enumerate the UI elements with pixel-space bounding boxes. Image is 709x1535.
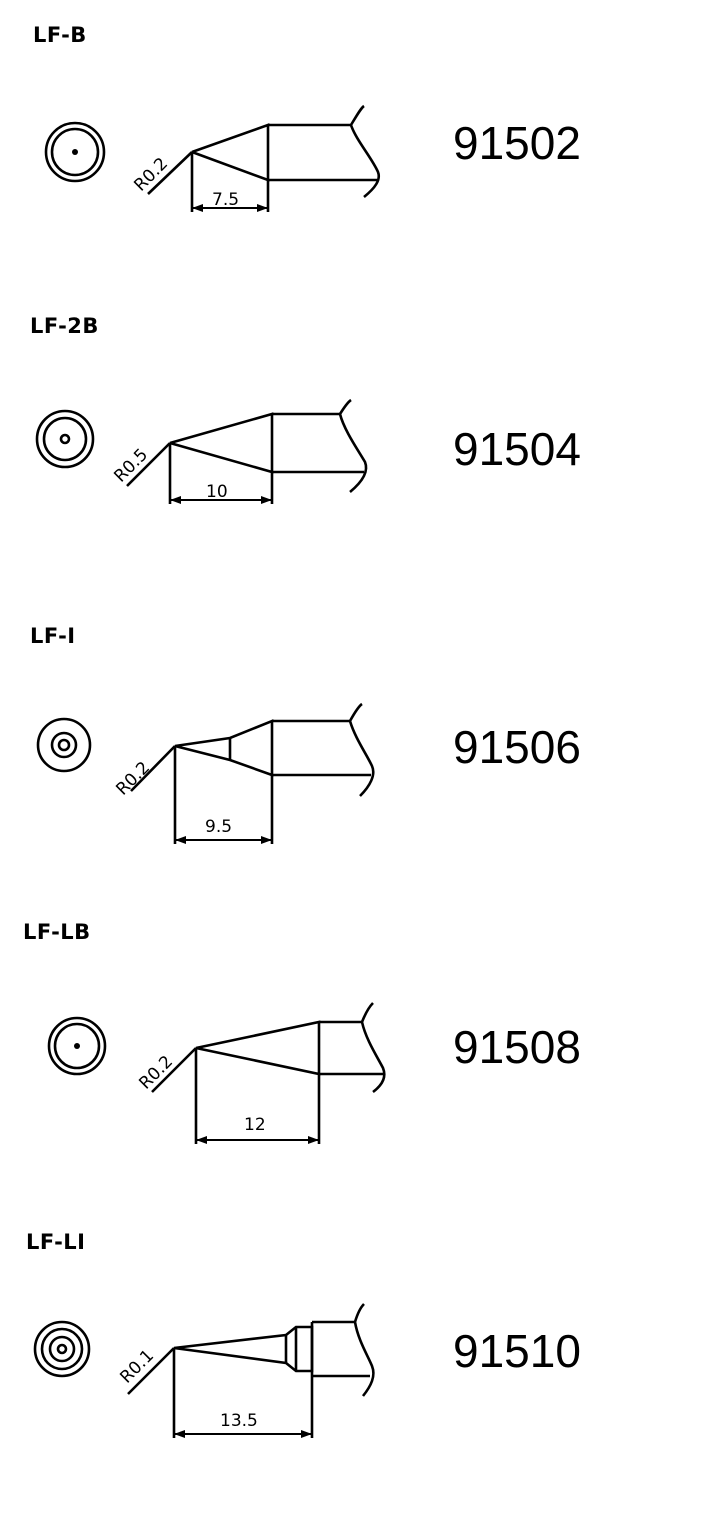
tip-lf-lb: LF-LB R0.2 12 91508 (0, 900, 709, 1200)
arrow-right (257, 204, 268, 212)
arrow-right (261, 836, 272, 844)
length-label: 9.5 (205, 817, 232, 837)
radius-leader (126, 442, 171, 487)
end-view-inner-circle (42, 416, 88, 462)
radius-label: R0.1 (116, 1346, 158, 1388)
end-view-outer-circle (35, 409, 95, 469)
part-number: 91510 (453, 1325, 581, 1377)
arrow-left (174, 1430, 185, 1438)
tip-lf-b: LF-B R0.2 7.5 91502 (0, 0, 709, 300)
tip-lf-2b: LF-2B R0.5 10 91504 (0, 300, 709, 600)
tip-lf-li: LF-LI R0.1 13.5 91510 (0, 1200, 709, 1500)
break-line (353, 1303, 375, 1397)
end-view-outer-circle (44, 121, 106, 183)
end-view-outer-circle (33, 1320, 91, 1378)
arrow-left (196, 1136, 207, 1144)
tip-name: LF-B (33, 23, 87, 47)
tip-drawing: R0.2 9.5 (36, 702, 375, 844)
part-number: 91502 (453, 117, 581, 169)
end-view-middle-circle (50, 731, 78, 759)
radius-leader (130, 745, 176, 792)
length-label: 13.5 (220, 1411, 258, 1431)
tip-drawing: R0.1 13.5 (33, 1303, 375, 1438)
arrow-right (261, 496, 272, 504)
length-label: 7.5 (212, 190, 239, 210)
end-view-outer-circle (47, 1016, 107, 1076)
radius-leader (151, 1047, 197, 1093)
arrow-left (192, 204, 203, 212)
part-number: 91504 (453, 423, 581, 475)
tip-lf-i: LF-I R0.2 9.5 91506 (0, 600, 709, 900)
radius-leader (127, 1347, 175, 1395)
tip-drawing: R0.2 12 (47, 1002, 386, 1144)
tip-name: LF-I (30, 624, 76, 648)
tip-name: LF-LI (26, 1230, 86, 1254)
length-label: 10 (206, 482, 228, 502)
radius-leader (147, 151, 193, 195)
tip-profile (174, 719, 274, 777)
end-view-inner-circle (50, 127, 100, 177)
tip-profile (191, 123, 270, 182)
center-dot (72, 149, 78, 155)
tip-drawing: R0.5 10 (35, 398, 368, 504)
tip-profile (195, 1020, 321, 1076)
arrow-left (175, 836, 186, 844)
tip-name: LF-2B (30, 314, 99, 338)
break-line (349, 104, 381, 199)
end-view-inner-circle (57, 738, 71, 752)
break-line (348, 702, 375, 797)
tip-profile (169, 412, 274, 474)
arrow-right (308, 1136, 319, 1144)
end-view-middle-circle (40, 1327, 84, 1371)
end-view-core-circle (59, 433, 71, 445)
end-view-core-circle (56, 1343, 68, 1355)
radius-label: R0.2 (112, 758, 154, 800)
break-line (338, 398, 368, 493)
end-view-inner-circle (48, 1335, 76, 1363)
arrow-left (170, 496, 181, 504)
end-view-inner-circle (53, 1022, 101, 1070)
tip-profile (173, 1325, 314, 1373)
part-number: 91508 (453, 1021, 581, 1073)
break-line (360, 1002, 386, 1094)
tip-drawing: R0.2 7.5 (44, 104, 381, 212)
arrow-right (301, 1430, 312, 1438)
center-dot (74, 1043, 80, 1049)
length-label: 12 (244, 1115, 266, 1135)
tip-name: LF-LB (23, 920, 91, 944)
end-view-outer-circle (36, 717, 92, 773)
part-number: 91506 (453, 721, 581, 773)
